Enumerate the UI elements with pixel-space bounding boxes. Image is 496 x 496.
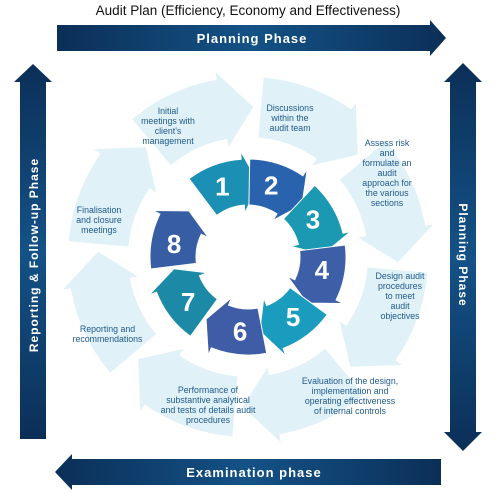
step-3-label-line: sections (370, 198, 404, 208)
background-arrow (258, 77, 358, 166)
left-phase-label: Reporting & Follow-up Phase (27, 158, 41, 352)
step-4-label-line: objectives (380, 311, 420, 321)
step-1-label-line: meetings with (141, 116, 195, 126)
step-7-arrow: 7 (148, 268, 219, 337)
step-8-label-line: and closure (76, 215, 122, 225)
background-arrow (339, 141, 434, 263)
background-arrow (68, 147, 157, 247)
step-1-label-line: management (142, 136, 194, 146)
step-1-label-line: Initial (157, 106, 179, 116)
diagram-title: Audit Plan (Efficiency, Economy and Effe… (95, 3, 401, 18)
step-4-label-line: procedures (377, 281, 422, 291)
background-arrow (132, 71, 254, 166)
step-8-number: 8 (167, 229, 181, 259)
step-5-label-line: Evaluation of the design, (301, 376, 399, 386)
left-phase-arrow (14, 64, 52, 439)
step-8-label-line: Finalisation (76, 205, 122, 215)
step-7-label-line: recommendations (72, 334, 143, 344)
step-7-arrow-shape (148, 268, 219, 337)
step-1-number: 1 (215, 172, 229, 202)
step-3-label-line: formulate an (362, 158, 412, 168)
background-arrow (62, 251, 157, 373)
step-4-label-line: to meet (385, 291, 415, 301)
step-5-arrow-shape (259, 286, 328, 357)
background-arrow (138, 348, 238, 437)
step-2-arrow: 2 (248, 158, 308, 221)
step-6-label-line: substantive analytical (166, 395, 250, 405)
step-1-label-line: client's (154, 126, 182, 136)
step-3-label-line: approach for (362, 178, 412, 188)
step-5-number: 5 (286, 302, 300, 332)
right-phase-arrow (444, 63, 482, 451)
step-6-label-line: and tests of details audit (160, 405, 256, 415)
step-4-label-line: audit (390, 301, 410, 311)
step-8-arrow: 8 (149, 210, 209, 270)
step-2-label-line: within the (271, 113, 309, 123)
top-phase-arrow (57, 20, 446, 56)
step-3-arrow-shape (282, 184, 352, 255)
step-7-number: 7 (181, 287, 195, 317)
step-3-arrow: 3 (282, 184, 352, 255)
step-2-label-line: audit team (269, 123, 311, 133)
step-8-arrow-shape (149, 210, 209, 270)
cycle-steps: 1 23 45 6 78 (148, 151, 352, 357)
step-3-label-line: Assess risk (364, 138, 410, 148)
step-6-arrow-shape (205, 297, 268, 356)
step-5-label-line: implementation and (311, 386, 389, 396)
bottom-phase-arrow (55, 454, 441, 490)
step-5-label-line: operating effectiveness (304, 396, 396, 406)
step-4-arrow: 4 (287, 244, 347, 304)
step-4-number: 4 (315, 255, 330, 285)
step-6-arrow: 6 (205, 297, 268, 356)
step-6-label-line: procedures (185, 415, 230, 425)
step-3-number: 3 (306, 205, 320, 235)
top-phase-label: Planning Phase (197, 31, 308, 46)
step-4-arrow-shape (287, 244, 347, 304)
step-5-label: Evaluation of the design,implementation … (280, 376, 420, 416)
step-3-label-line: the various (365, 188, 409, 198)
step-2-number: 2 (264, 171, 278, 201)
background-arrow (242, 348, 364, 443)
bottom-phase-label: Examination phase (186, 465, 321, 480)
step-4-label-line: Design audit (375, 271, 425, 281)
step-6-number: 6 (233, 317, 247, 347)
step-2-label-line: Discussions (266, 103, 314, 113)
step-8-label-line: meetings (81, 225, 117, 235)
step-3-label-line: and (379, 148, 395, 158)
background-arrows (62, 71, 434, 443)
step-7-label-line: Reporting and (79, 324, 136, 334)
right-phase-label: Planning Phase (456, 203, 470, 306)
step-5-arrow: 5 (259, 286, 328, 357)
step-1-arrow: 1 (188, 151, 259, 217)
step-5-label-line: of internal controls (314, 406, 386, 416)
step-2-arrow-shape (248, 158, 308, 221)
background-arrow (339, 267, 428, 367)
step-6-label-line: Performance of (177, 385, 239, 395)
step-3-label-line: audit (377, 168, 397, 178)
